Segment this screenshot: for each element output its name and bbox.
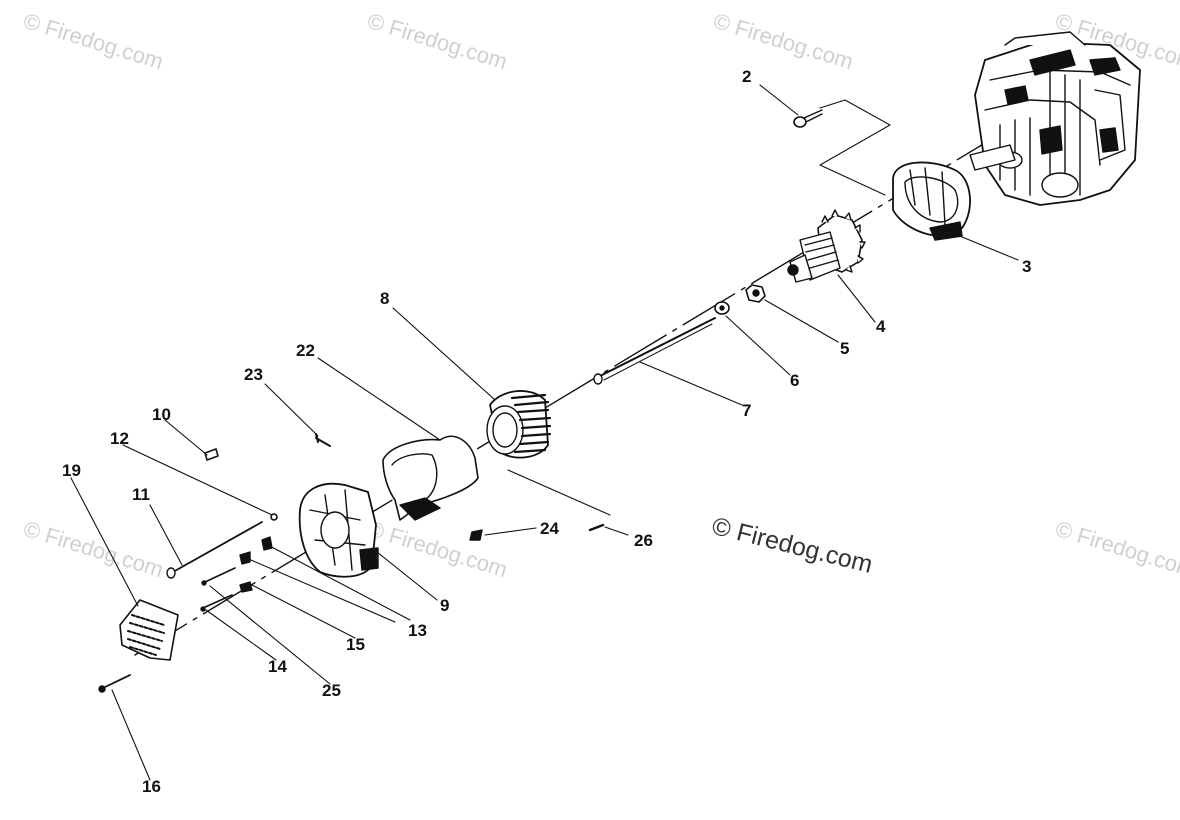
callout-24: 24: [540, 519, 559, 538]
part-15-clip: [239, 581, 253, 593]
callout-14: 14: [268, 657, 287, 676]
leader-lines: [70, 84, 1019, 781]
callout-13: 13: [408, 621, 427, 640]
part-4-rotor: [787, 209, 866, 283]
part-2-screw: [793, 109, 823, 128]
part-10-clip: [204, 448, 219, 461]
callout-25: 25: [322, 681, 341, 700]
part-19-end-cover: [119, 599, 179, 661]
callout-9: 9: [440, 596, 450, 615]
part-5-nut: [745, 284, 766, 303]
part-13-brush-holders: [239, 536, 273, 565]
part-26-screw: [588, 523, 605, 532]
callout-6: 6: [790, 371, 800, 390]
part-12-washer: [270, 513, 278, 521]
callout-23: 23: [244, 365, 263, 384]
part-6-washer: [714, 301, 730, 315]
callout-7: 7: [742, 401, 752, 420]
part-25-screw: [201, 567, 236, 586]
part-9-end-bell: [298, 482, 379, 578]
callout-8: 8: [380, 289, 390, 308]
callout-16: 16: [142, 777, 161, 796]
part-8-stator: [486, 390, 552, 459]
callout-11: 11: [132, 485, 150, 504]
callout-5: 5: [840, 339, 850, 358]
part-16-screw: [98, 674, 131, 693]
engine: [969, 31, 1141, 206]
callout-26: 26: [634, 531, 653, 550]
callout-12: 12: [110, 429, 129, 448]
callout-22: 22: [296, 341, 315, 360]
part-22-shroud: [382, 435, 479, 521]
callout-10: 10: [152, 405, 171, 424]
part-23-screw: [315, 433, 331, 447]
callout-19: 19: [62, 461, 81, 480]
part-14-screw: [200, 594, 233, 612]
part-7-through-bolt: [593, 317, 716, 385]
callout-2: 2: [742, 67, 752, 86]
part-24-nut: [469, 529, 483, 541]
callout-15: 15: [346, 635, 365, 654]
part-3-adapter: [892, 161, 971, 241]
part-11-bolt: [166, 521, 263, 579]
callout-3: 3: [1022, 257, 1032, 276]
callout-4: 4: [876, 317, 886, 336]
